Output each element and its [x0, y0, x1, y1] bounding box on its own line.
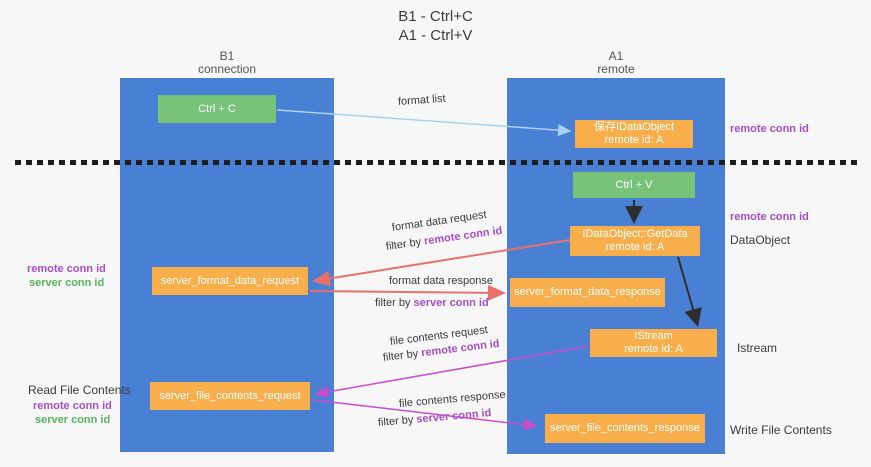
arrow-format-data-request — [312, 239, 571, 287]
lane-a1-title: A1 — [608, 49, 624, 63]
lane-header-b1: B1 connection — [120, 50, 334, 76]
server-format-data-request-label: server_format_data_request — [160, 274, 300, 287]
server-conn-id-text-1: server conn id — [413, 297, 489, 309]
arrow-file-contents-request — [314, 345, 590, 398]
server-format-data-request-box: server_format_data_request — [152, 267, 308, 295]
filter-by-text-2: filter by — [375, 297, 414, 309]
ctrl-c-label: Ctrl + C — [198, 102, 236, 115]
lane-b1-subtitle: connection — [197, 62, 257, 76]
server-file-contents-request-box: server_file_contents_request — [150, 382, 310, 410]
title-line-2: A1 - Ctrl+V — [398, 27, 473, 44]
istream-line2: remote id: A — [624, 343, 683, 355]
ctrl-v-box: Ctrl + V — [573, 172, 695, 198]
arrow-getdata-to-istream — [677, 256, 702, 327]
lane-b1-title: B1 — [219, 49, 235, 63]
arrow-format-data-response — [309, 284, 506, 301]
istream-line1: IStream — [634, 330, 673, 342]
label-format-data-response: format data response — [389, 275, 493, 287]
annotation-write-file-contents: Write File Contents — [730, 423, 832, 437]
lane-a1-subtitle: remote — [597, 62, 635, 76]
save-dataobject-line1: 保存IDataObject — [593, 121, 675, 133]
annotation-remote-conn-id-mid: remote conn id — [730, 211, 809, 223]
annotation-server-conn-id-left1: server conn id — [29, 277, 105, 289]
annotation-istream: Istream — [737, 341, 778, 355]
label-filter-server-1: filter by server conn id — [375, 297, 489, 309]
server-file-contents-response-box: server_file_contents_response — [545, 414, 705, 443]
title-line-1: B1 - Ctrl+C — [398, 8, 473, 25]
annotation-remote-conn-id-top: remote conn id — [730, 123, 809, 135]
diagram-title: B1 - Ctrl+C A1 - Ctrl+V — [0, 7, 871, 45]
ctrl-c-box: Ctrl + C — [158, 95, 276, 123]
annotation-remote-conn-id-left2: remote conn id — [33, 400, 112, 412]
save-dataobject-box: 保存IDataObject remote id: A — [575, 120, 693, 148]
server-format-data-response-box: server_format_data_response — [510, 278, 665, 307]
arrow-file-contents-response — [312, 399, 538, 431]
arrow-format-list — [276, 109, 572, 137]
annotation-remote-conn-id-left1: remote conn id — [27, 263, 106, 275]
server-file-contents-request-label: server_file_contents_request — [159, 389, 301, 402]
annotation-server-conn-id-left2: server conn id — [35, 414, 111, 426]
annotation-read-file-contents: Read File Contents — [28, 383, 131, 397]
save-dataobject-line2: remote id: A — [604, 134, 664, 146]
getdata-line2: remote id: A — [605, 241, 665, 253]
annotation-dataobject: DataObject — [730, 233, 791, 247]
istream-box: IStream remote id: A — [590, 329, 717, 357]
server-format-data-response-label: server_format_data_response — [514, 286, 661, 298]
separator-dashed-line — [15, 160, 857, 165]
getdata-line1: IDataObject::GetData — [582, 228, 688, 240]
getdata-box: IDataObject::GetData remote id: A — [570, 226, 700, 256]
lane-header-a1: A1 remote — [507, 50, 725, 76]
server-file-contents-response-label: server_file_contents_response — [550, 422, 700, 434]
ctrl-v-label: Ctrl + V — [615, 178, 653, 191]
